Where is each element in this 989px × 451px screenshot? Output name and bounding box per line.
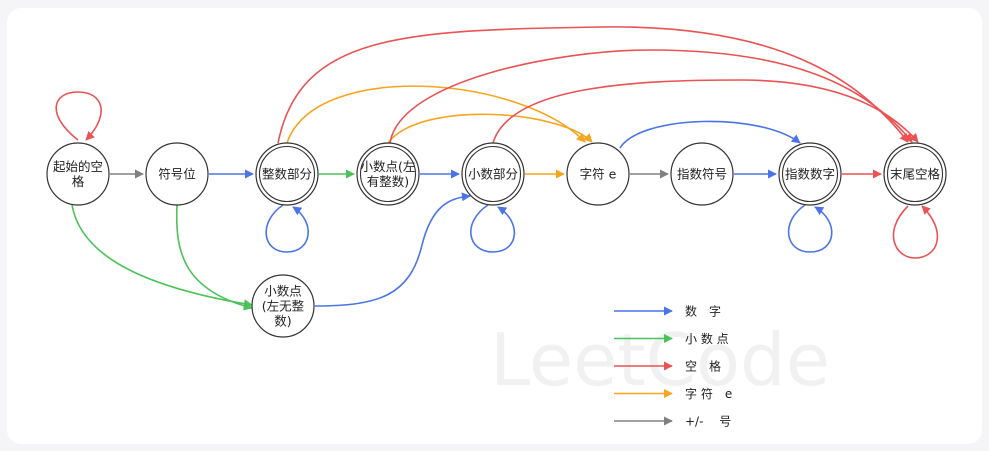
legend-item-dot: 小 数 点 xyxy=(614,331,729,346)
state-label: 有整数) xyxy=(367,174,409,189)
legend-item-space: 空 格 xyxy=(614,359,721,374)
legend-label: 字 符 e xyxy=(685,386,732,401)
state-label: 符号位 xyxy=(158,167,196,182)
legend-item-digit: 数 字 xyxy=(614,304,721,319)
legend-label: 数 字 xyxy=(685,304,721,319)
watermark-text: LeetCode xyxy=(490,318,830,402)
state-circle xyxy=(46,142,110,206)
state-circle xyxy=(356,142,420,206)
edge-digit-13 xyxy=(470,204,516,253)
state-node-end: 末尾空格 xyxy=(883,142,947,206)
edge-digit-21 xyxy=(619,120,801,149)
state-node-integer: 整数部分 xyxy=(255,142,319,206)
accept-ring xyxy=(886,145,944,203)
edge-e-17 xyxy=(387,113,593,144)
state-circle xyxy=(145,142,209,206)
state-node-exp-number: 指数数字 xyxy=(778,142,842,206)
edge-dot-8 xyxy=(71,204,253,309)
state-label: 指数符号 xyxy=(677,167,727,182)
state-label: 指数数字 xyxy=(785,167,835,182)
state-node-sign: 符号位 xyxy=(145,142,209,206)
state-circle xyxy=(670,142,734,206)
edge-space-18 xyxy=(277,26,909,144)
state-label: 末尾空格 xyxy=(890,167,941,182)
legend-label: 空 格 xyxy=(685,359,721,374)
legend-label: 小 数 点 xyxy=(685,331,729,346)
state-circle xyxy=(255,142,319,206)
accept-ring xyxy=(781,145,839,203)
diagram-card xyxy=(7,8,982,444)
legend-item-e: 字 符 e xyxy=(614,386,732,401)
state-label: (左无整 xyxy=(262,299,305,314)
state-label: 小数点 xyxy=(264,284,302,299)
state-label: 整数部分 xyxy=(262,167,312,182)
edge-e-16 xyxy=(286,85,586,144)
state-circle xyxy=(778,142,842,206)
legend-label: +/- 号 xyxy=(685,415,731,429)
state-label: 格 xyxy=(72,174,85,189)
edge-space-19 xyxy=(389,49,913,144)
state-label: 数) xyxy=(274,314,291,329)
state-label: 起始的空 xyxy=(53,159,103,174)
accept-ring xyxy=(258,145,316,203)
legend-item-sign: +/- 号 xyxy=(614,415,731,429)
edge-dot-9 xyxy=(175,204,253,311)
legend: 数 字小 数 点空 格字 符 e +/- 号 xyxy=(614,304,732,429)
accept-ring xyxy=(464,145,522,203)
state-circle xyxy=(883,142,947,206)
state-label: 小数部分 xyxy=(468,167,518,182)
edge-digit-12 xyxy=(265,204,309,253)
state-circle xyxy=(461,142,525,206)
accept-ring xyxy=(359,145,417,203)
watermark: LeetCode xyxy=(490,318,830,402)
state-circle xyxy=(566,142,630,206)
edge-space-11 xyxy=(55,91,102,141)
edge-space-20 xyxy=(492,79,919,144)
edge-space-15 xyxy=(892,205,939,259)
edge-digit-14 xyxy=(787,204,833,253)
state-label: 字符 e xyxy=(580,167,617,182)
edge-digit-10 xyxy=(314,192,471,307)
state-node-fraction: 小数部分 xyxy=(461,142,525,206)
state-node-exp-sign: 指数符号 xyxy=(670,142,734,206)
state-label: 小数点(左 xyxy=(361,159,416,174)
state-node-exp-char: 字符 e xyxy=(566,142,630,206)
state-circle xyxy=(251,274,315,338)
